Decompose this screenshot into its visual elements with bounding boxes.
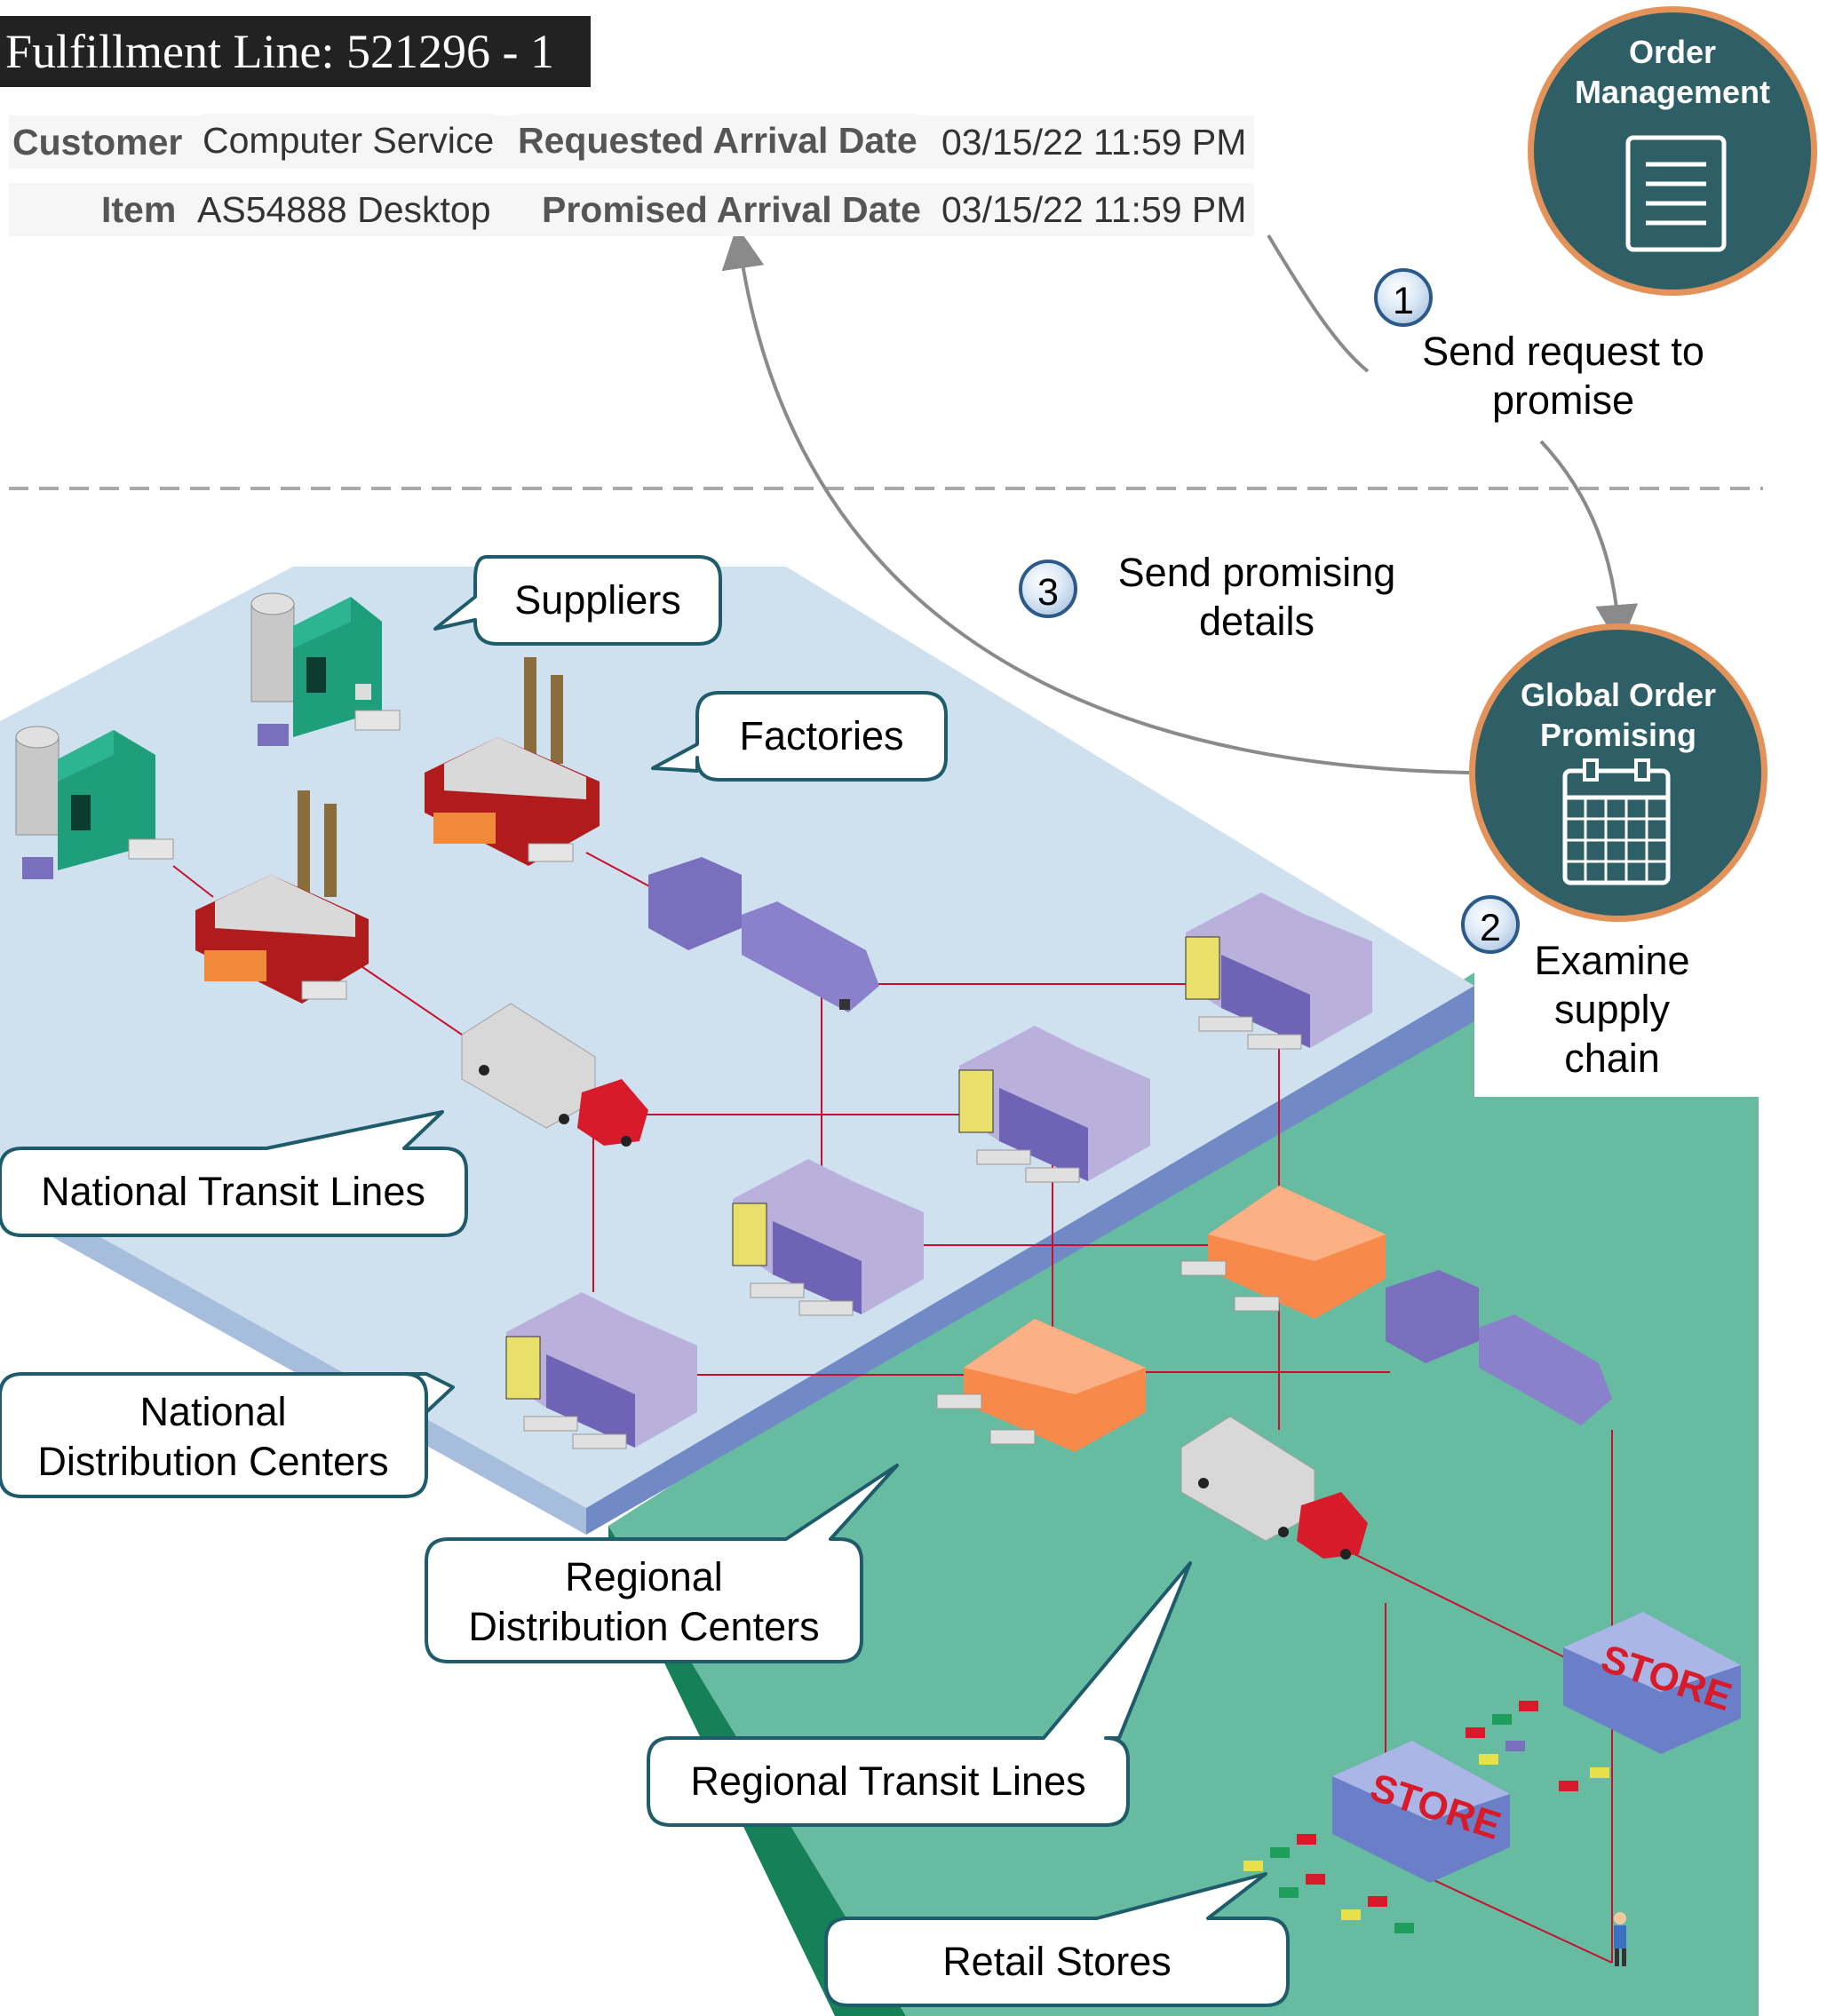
order-management-title: Order Management [1574,34,1771,110]
national-distribution-center [732,1159,924,1316]
supplier-building [15,726,174,879]
order-management-node [1528,6,1817,296]
step-3-text: Send promising details [1117,550,1396,644]
callout-national-dc-label: National Distribution Centers [37,1389,389,1484]
flow-arrows [721,226,1639,774]
step-1-text: Send request to promise [1422,329,1704,423]
factory-building [425,657,600,866]
page-title: Fulfillment Line: 521296 - 1 [5,25,554,78]
promised-arrival-label: Promised Arrival Date [542,183,921,236]
arrow-promising-details [721,226,1471,774]
document-icon [1625,135,1727,252]
factory-building [195,790,369,1004]
global-order-promising-title: Global Order Promising [1520,677,1717,753]
customer-value: Computer Service [203,114,495,167]
national-plane [0,567,1474,1535]
national-distribution-center [958,1026,1150,1183]
semi-truck [1180,1416,1368,1560]
callout-retail-stores-label: Retail Stores [942,1939,1172,1984]
global-order-promising-node [1469,623,1767,922]
step-2-text: Examine supply chain [1534,938,1690,1081]
regional-distribution-center [936,1319,1146,1452]
label-backdrop [1474,933,1767,1097]
arrow-request-to-promising [1539,440,1639,647]
arrow-request-start [1267,234,1370,373]
national-distribution-center [1185,893,1372,1050]
requested-arrival-label: Requested Arrival Date [518,114,917,167]
item-label: Item [101,183,177,236]
fulfillment-line-title: Fulfillment Line: 521296 - 1 [0,16,591,87]
step-2-badge: 2 [1461,895,1520,954]
supplier-building [250,592,401,746]
item-value: AS54888 Desktop [197,183,491,236]
callout-regional-transit-label: Regional Transit Lines [690,1758,1086,1804]
callout-national-transit-label: National Transit Lines [41,1169,425,1214]
callout-factories [651,691,948,782]
freight-train [1386,1270,1612,1425]
step-3-badge: 3 [1019,560,1077,618]
callout-factories-label: Factories [739,713,904,758]
promised-arrival-value: 03/15/22 11:59 PM [941,183,1247,236]
national-distribution-center [505,1292,697,1449]
freight-train [648,857,879,1012]
callout-suppliers [433,555,722,646]
callout-regional-dc-label: Regional Distribution Centers [468,1554,820,1649]
callout-suppliers-label: Suppliers [514,577,681,623]
regional-distribution-center [1180,1186,1386,1319]
retail-store: STORE [1332,1741,1510,1883]
callout-national-transit [0,1110,468,1237]
parked-cars [1243,1701,1609,1933]
retail-store: STORE [1563,1612,1741,1754]
callout-retail-stores [824,1872,1290,2007]
callout-national-dc [0,1372,455,1498]
callout-regional-dc [425,1464,899,1663]
step-1-badge: 1 [1374,268,1433,327]
calendar-icon [1562,758,1671,885]
customer-person-icon [1614,1912,1626,1966]
customer-label: Customer [12,115,183,169]
semi-truck [461,1003,648,1147]
requested-arrival-value: 03/15/22 11:59 PM [941,115,1247,169]
callout-regional-transit [647,1561,1192,1827]
